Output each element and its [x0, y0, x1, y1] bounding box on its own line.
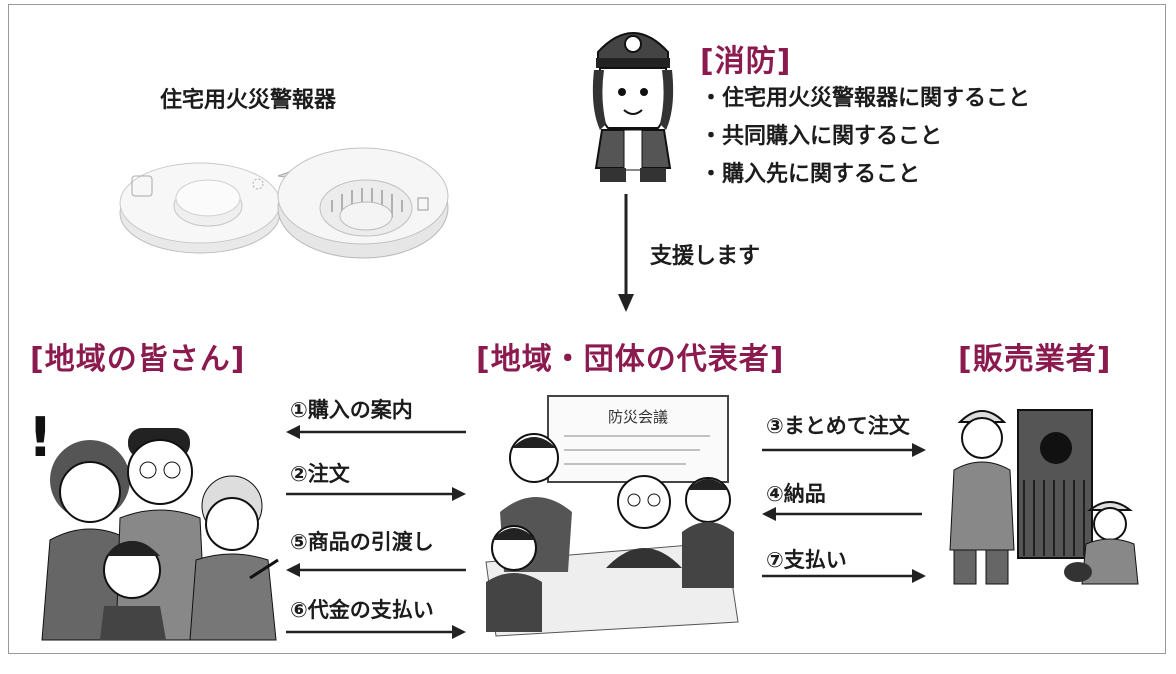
seller-heading: [販売業者] — [958, 342, 1112, 377]
arrow-to-representative-3 — [762, 507, 922, 521]
alarm-title: 住宅用火災警報器 — [160, 88, 337, 113]
flow-label: ④納品 — [766, 482, 826, 506]
representative-heading: [地域・団体の代表者] — [476, 342, 785, 377]
arrow-to-residents-2 — [286, 563, 466, 577]
firefighter-icon — [592, 32, 674, 182]
fire-dept-bullet: ・購入先に関すること — [700, 162, 921, 187]
flow-label: ⑦支払い — [766, 548, 847, 572]
flow-label: ①購入の案内 — [290, 398, 413, 422]
flow-label: ⑤商品の引渡し — [290, 530, 434, 554]
fire-dept-bullet: ・住宅用火災警報器に関すること — [700, 86, 1031, 111]
fire-dept-heading: [消防] — [700, 44, 792, 79]
seller-illustration — [949, 409, 1139, 585]
meeting-illustration: 防災会議 — [485, 395, 739, 637]
smoke-alarm-image — [119, 147, 449, 259]
arrow-to-representative-2 — [286, 625, 466, 639]
residents-illustration: ! — [28, 406, 279, 641]
residents-heading: [地域の皆さん] — [30, 342, 246, 377]
fire-dept-bullets: ・住宅用火災警報器に関すること ・共同購入に関すること ・購入先に関すること — [700, 80, 1030, 194]
fire-dept-bullet: ・共同購入に関すること — [700, 124, 943, 149]
right-flow-arrows — [762, 443, 926, 583]
left-flow-arrows — [286, 425, 466, 639]
flow-label: ②注文 — [290, 462, 350, 486]
whiteboard-title: 防災会議 — [608, 408, 668, 426]
flow-label: ③まとめて注文 — [766, 414, 910, 438]
smoke-alarm-right-icon — [277, 147, 449, 259]
support-label: 支援します — [650, 244, 761, 269]
flow-label: ⑥代金の支払い — [290, 598, 434, 622]
smoke-alarm-left-icon — [119, 162, 281, 254]
arrow-to-seller-1 — [762, 443, 926, 457]
arrow-to-residents-1 — [286, 425, 466, 439]
arrow-to-seller-2 — [762, 569, 926, 583]
support-arrow — [618, 194, 634, 312]
arrow-to-representative-1 — [286, 487, 466, 501]
svg-text:!: ! — [28, 406, 53, 469]
